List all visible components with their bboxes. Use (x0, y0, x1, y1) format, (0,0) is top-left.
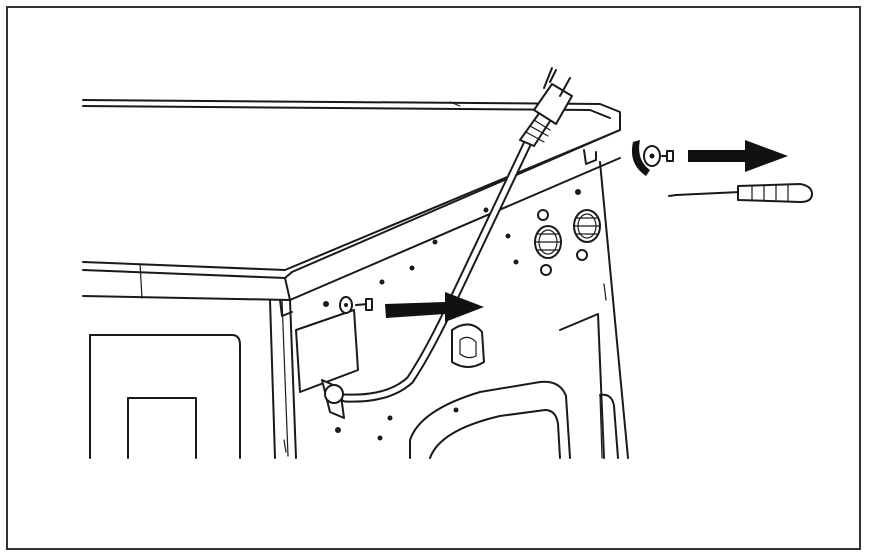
cord-retainer-clip (451, 323, 485, 368)
appliance-rear-panel (89, 149, 629, 459)
panel-mounting-holes (323, 189, 581, 441)
cover-screw (339, 296, 373, 314)
power-plug-icon (519, 67, 573, 147)
water-inlet-valves (534, 209, 601, 276)
diagram-frame (6, 6, 861, 550)
screwdriver-icon (668, 183, 813, 203)
direction-arrow-icon-right (688, 140, 788, 172)
rotation-screw-icon (631, 140, 674, 176)
direction-arrow-icon (385, 292, 484, 322)
